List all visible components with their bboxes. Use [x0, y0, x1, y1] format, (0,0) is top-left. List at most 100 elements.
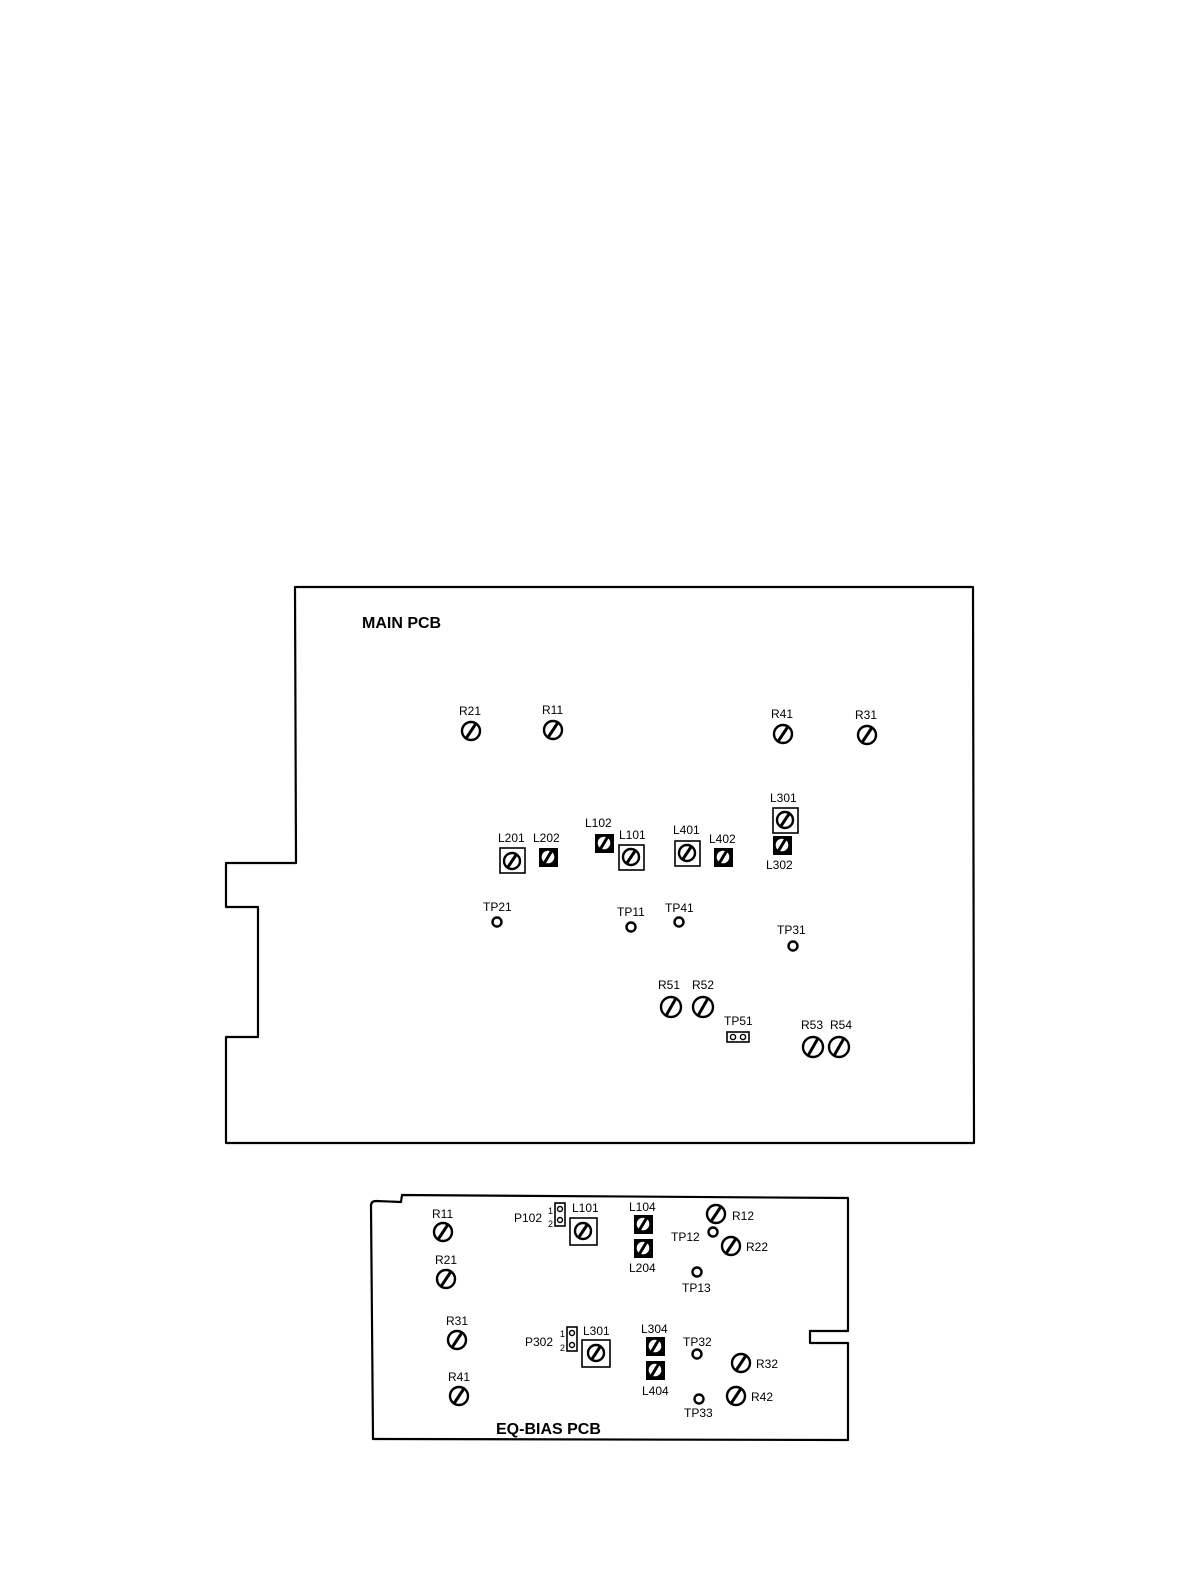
eq-r42-label: R42 [751, 1390, 773, 1404]
eq-r12-label: R12 [732, 1209, 754, 1223]
eq-r32-label: R32 [756, 1357, 778, 1371]
main-pcb-outline [226, 587, 974, 1143]
eq-connector-p302[interactable]: P302 1 2 [525, 1327, 577, 1353]
main-coil-l101[interactable]: L101 [619, 828, 646, 870]
eq-bias-pcb-title: EQ-BIAS PCB [496, 1421, 601, 1438]
eq-l404-label: L404 [642, 1384, 669, 1398]
eq-trimmer-r22[interactable]: R22 [722, 1237, 768, 1255]
eq-r21-label: R21 [435, 1253, 457, 1267]
main-r41-label: R41 [771, 707, 793, 721]
eq-connector-p102[interactable]: P102 1 2 [514, 1203, 565, 1229]
eq-tp33-label: TP33 [684, 1406, 713, 1420]
main-coil-l102[interactable]: L102 [585, 816, 614, 853]
main-r11-label: R11 [542, 703, 563, 717]
eq-l304-label: L304 [641, 1322, 668, 1336]
main-testpoint-tp41[interactable]: TP41 [665, 901, 694, 927]
main-tp31-label: TP31 [777, 923, 806, 937]
main-l401-label: L401 [673, 823, 700, 837]
main-trimmer-r31[interactable]: R31 [855, 708, 877, 744]
main-tp51-label: TP51 [724, 1014, 753, 1028]
main-coil-l401[interactable]: L401 [673, 823, 700, 866]
main-trimmer-r21[interactable]: R21 [459, 704, 481, 740]
eq-p302-pin-label-2: 2 [560, 1343, 565, 1353]
main-r53-label: R53 [801, 1018, 823, 1032]
main-trimmer-r54[interactable]: R54 [829, 1018, 852, 1057]
eq-trimmer-r31[interactable]: R31 [446, 1314, 468, 1349]
main-r52-label: R52 [692, 978, 714, 992]
main-coil-l402[interactable]: L402 [709, 832, 736, 867]
eq-testpoint-tp12[interactable]: TP12 [671, 1228, 718, 1245]
eq-tp13-label: TP13 [682, 1281, 711, 1295]
main-r54-label: R54 [830, 1018, 852, 1032]
eq-l101-label: L101 [572, 1201, 599, 1215]
main-tp21-pad[interactable] [493, 918, 502, 927]
main-trimmer-r53[interactable]: R53 [801, 1018, 823, 1057]
main-tp11-pad[interactable] [627, 923, 636, 932]
main-trimmer-r41[interactable]: R41 [771, 707, 793, 743]
main-trimmer-r52[interactable]: R52 [692, 978, 714, 1017]
main-pcb-title: MAIN PCB [362, 615, 441, 632]
main-l102-label: L102 [585, 816, 612, 830]
eq-trimmer-r21[interactable]: R21 [435, 1253, 457, 1288]
eq-tp13-pad[interactable] [693, 1268, 702, 1277]
main-tp21-label: TP21 [483, 900, 512, 914]
eq-coil-l301[interactable]: L301 [582, 1324, 610, 1367]
eq-p302-pin-2[interactable] [570, 1343, 575, 1348]
eq-tp12-label: TP12 [671, 1230, 700, 1244]
main-r31-label: R31 [855, 708, 877, 722]
main-testpoint-tp51[interactable]: TP51 [724, 1014, 753, 1042]
eq-tp12-pad[interactable] [709, 1228, 718, 1237]
eq-p302-label: P302 [525, 1335, 553, 1349]
main-l302-label: L302 [766, 858, 793, 872]
main-coil-l202[interactable]: L202 [533, 831, 560, 867]
eq-p302-pin-1[interactable] [570, 1331, 575, 1336]
main-trimmer-r51[interactable]: R51 [658, 978, 681, 1017]
eq-l204-label: L204 [629, 1261, 656, 1275]
eq-r11-label: R11 [432, 1207, 453, 1221]
eq-trimmer-r32[interactable]: R32 [732, 1354, 778, 1372]
main-tp51-pin-1[interactable] [730, 1034, 735, 1039]
main-coil-l201[interactable]: L201 [498, 831, 525, 873]
eq-p302-pin-label-1: 1 [560, 1329, 565, 1339]
eq-coil-l404[interactable]: L404 [642, 1361, 669, 1398]
eq-tp33-pad[interactable] [695, 1395, 704, 1404]
eq-tp32-pad[interactable] [693, 1350, 702, 1359]
main-r51-label: R51 [658, 978, 680, 992]
main-pcb: MAIN PCB R21 R11 R41 R31 L201 [226, 587, 974, 1143]
main-tp51-pin-2[interactable] [740, 1034, 745, 1039]
main-tp31-pad[interactable] [789, 942, 798, 951]
main-testpoint-tp31[interactable]: TP31 [777, 923, 806, 951]
main-tp41-label: TP41 [665, 901, 694, 915]
eq-l301-label: L301 [583, 1324, 610, 1338]
main-l201-label: L201 [498, 831, 525, 845]
eq-p102-pin-label-1: 1 [548, 1206, 553, 1216]
main-tp41-pad[interactable] [675, 918, 684, 927]
main-l402-label: L402 [709, 832, 736, 846]
eq-testpoint-tp32[interactable]: TP32 [683, 1335, 712, 1359]
eq-l104-label: L104 [629, 1200, 656, 1214]
main-testpoint-tp11[interactable]: TP11 [617, 905, 645, 932]
eq-p102-label: P102 [514, 1211, 542, 1225]
eq-trimmer-r11[interactable]: R11 [432, 1207, 453, 1241]
eq-p102-pin-1[interactable] [558, 1207, 563, 1212]
eq-trimmer-r41[interactable]: R41 [448, 1370, 470, 1405]
eq-coil-l204[interactable]: L204 [629, 1239, 656, 1275]
eq-testpoint-tp13[interactable]: TP13 [682, 1268, 711, 1296]
eq-trimmer-r12[interactable]: R12 [707, 1205, 754, 1223]
eq-r31-label: R31 [446, 1314, 468, 1328]
eq-coil-l104[interactable]: L104 [629, 1200, 656, 1234]
eq-p102-pin-2[interactable] [558, 1218, 563, 1223]
eq-testpoint-tp33[interactable]: TP33 [684, 1395, 713, 1421]
eq-r22-label: R22 [746, 1240, 768, 1254]
main-tp11-label: TP11 [617, 905, 645, 919]
main-coil-l302[interactable]: L302 [766, 836, 793, 872]
main-trimmer-r11[interactable]: R11 [542, 703, 563, 739]
main-testpoint-tp21[interactable]: TP21 [483, 900, 512, 927]
main-coil-l301[interactable]: L301 [770, 791, 798, 833]
eq-p102-pin-label-2: 2 [548, 1219, 553, 1229]
eq-trimmer-r42[interactable]: R42 [727, 1387, 773, 1405]
eq-coil-l101[interactable]: L101 [570, 1201, 599, 1245]
eq-tp32-label: TP32 [683, 1335, 712, 1349]
eq-coil-l304[interactable]: L304 [641, 1322, 668, 1356]
